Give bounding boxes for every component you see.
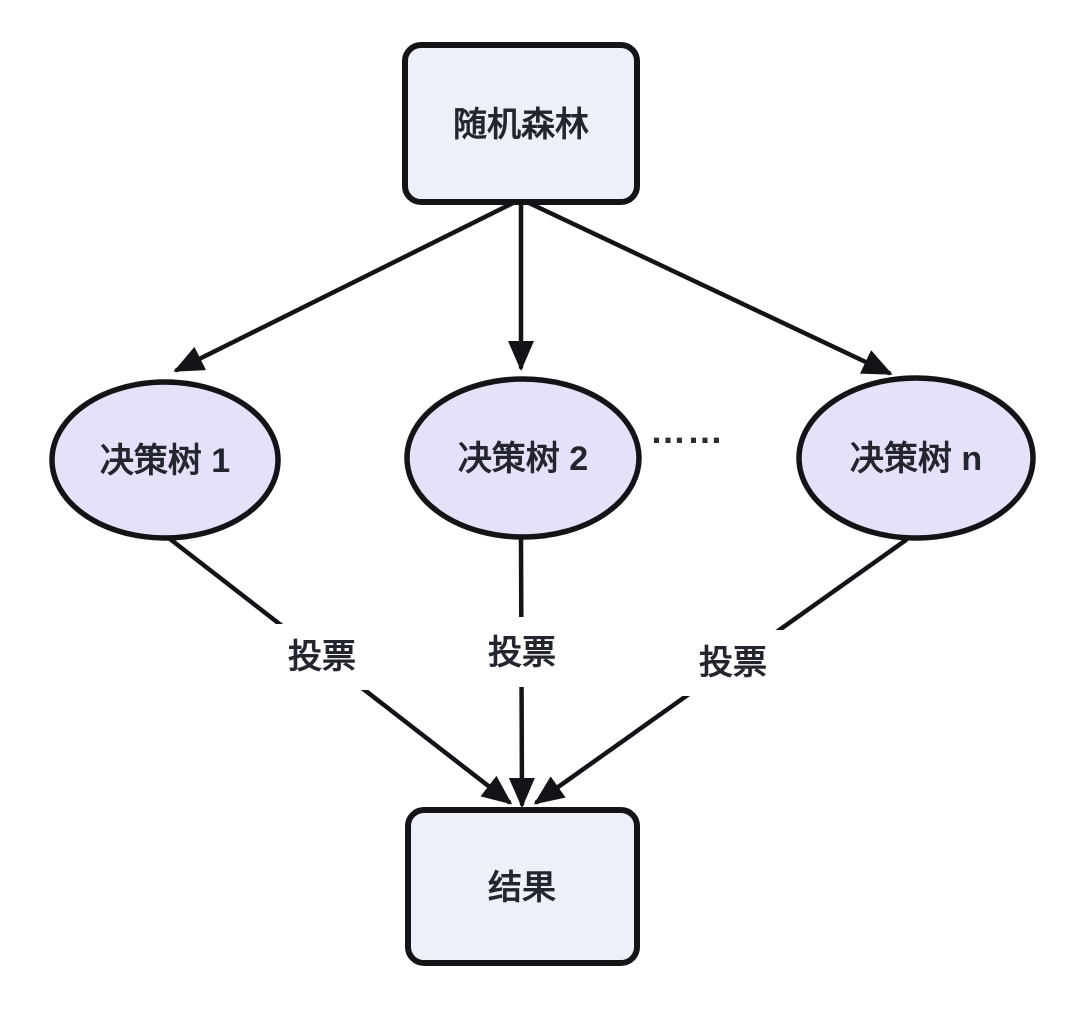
node-root: 随机森林	[402, 42, 640, 205]
node-tree1: 决策树 1	[49, 379, 281, 541]
node-result-label: 结果	[488, 869, 556, 907]
node-tree1-label: 决策树 1	[100, 442, 230, 480]
edge-label-vote-left: 投票	[267, 624, 379, 690]
ellipsis-dots: ……	[650, 410, 724, 451]
node-tree1-shape	[49, 379, 281, 541]
node-tree-n-shape	[796, 375, 1036, 541]
node-result: 结果	[405, 807, 640, 966]
node-tree2-shape	[404, 376, 642, 540]
node-tree-n: 决策树 n	[796, 375, 1036, 541]
node-result-shape	[405, 807, 640, 966]
edge-root-to-tree-n	[526, 200, 893, 376]
edge-label-text: 投票	[488, 634, 556, 672]
edge-label-bg	[678, 630, 790, 696]
edge-label-text: 投票	[699, 644, 767, 682]
edge-label-vote-right: 投票	[678, 630, 790, 696]
node-tree-n-label: 决策树 n	[850, 440, 982, 478]
node-root-shape	[402, 42, 640, 205]
node-tree2-label: 决策树 2	[458, 440, 588, 478]
node-root-label: 随机森林	[453, 106, 589, 144]
edge-label-bg	[477, 617, 567, 687]
node-tree2: 决策树 2	[404, 376, 642, 540]
edge-root-to-tree1	[173, 200, 516, 373]
edge-label-text: 投票	[288, 638, 356, 676]
edge-label-bg	[267, 624, 379, 690]
edge-label-vote-middle: 投票	[477, 617, 567, 687]
